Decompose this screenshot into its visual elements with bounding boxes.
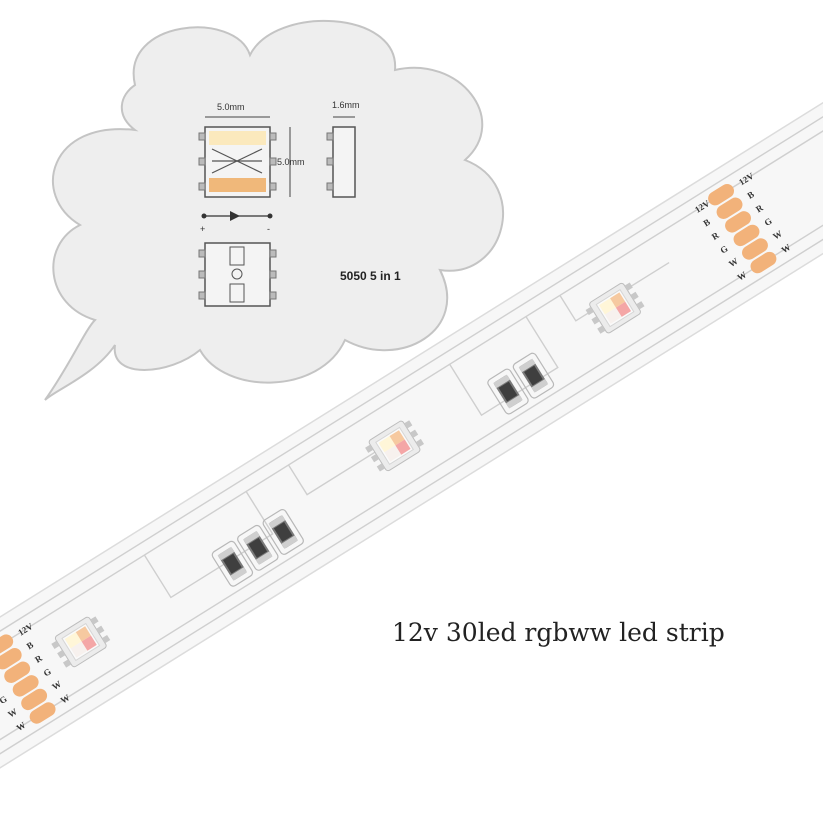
height-dimension: 5.0mm — [277, 157, 305, 167]
pad-label: R — [710, 230, 721, 242]
pad-label: W — [6, 706, 19, 719]
pad-label: G — [0, 694, 9, 706]
pad-label: B — [746, 189, 756, 201]
pad-label: G — [718, 243, 729, 255]
product-caption: 12v 30led rgbww led strip — [392, 618, 725, 647]
pad-label: W — [727, 256, 740, 269]
pad-label: R — [754, 202, 765, 214]
spec-bubble: 5.0mm 5.0mm 1.6mm + - — [44, 19, 504, 401]
depth-dimension: 1.6mm — [332, 100, 360, 110]
model-label: 5050 5 in 1 — [340, 269, 401, 283]
pad-label: W — [771, 228, 784, 241]
polarity-diagram: + - — [200, 211, 273, 234]
led-top-view — [198, 126, 277, 198]
pad-label: W — [15, 720, 28, 733]
pad-label: W — [50, 679, 63, 692]
pad-label: W — [735, 269, 748, 282]
pad-label: W — [779, 242, 792, 255]
led-bottom-view — [198, 242, 277, 307]
pad-label: G — [763, 216, 774, 228]
pad-label: B — [701, 217, 711, 229]
plus-sign: + — [200, 224, 205, 234]
width-dimension: 5.0mm — [217, 102, 245, 112]
pad-label: W — [59, 692, 72, 705]
pad-label: G — [42, 666, 53, 678]
pad-label: R — [33, 653, 44, 665]
led-side-view — [326, 126, 356, 198]
pad-label: B — [25, 640, 35, 652]
minus-sign: - — [267, 224, 270, 234]
